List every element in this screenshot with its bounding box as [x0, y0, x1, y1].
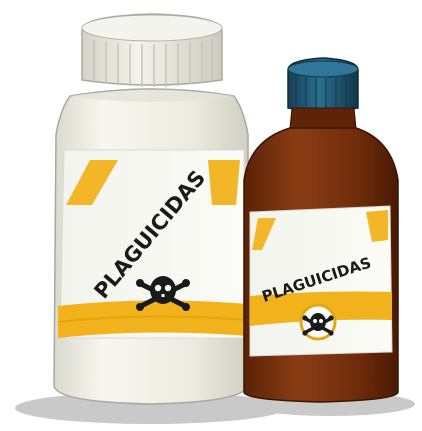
jar-skull-and-crossbones-icon	[136, 276, 190, 311]
jar-shadow	[15, 392, 285, 424]
jar-lid-top	[81, 14, 223, 42]
bottle-skull-and-crossbones-icon	[299, 303, 337, 341]
small-bottle: PLAGUICIDAS	[243, 57, 399, 403]
large-jar: PLAGUICIDAS	[53, 13, 249, 405]
jar-label-band	[58, 300, 248, 338]
